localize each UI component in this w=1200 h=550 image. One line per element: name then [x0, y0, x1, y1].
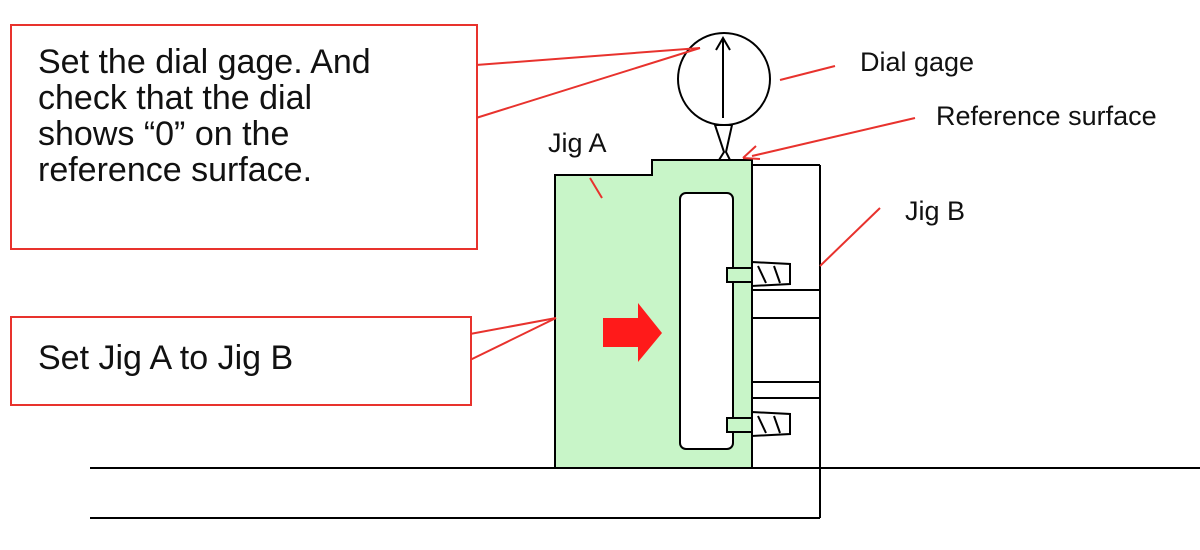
callout-line: reference surface. — [38, 151, 313, 189]
jig-a-slot — [679, 192, 734, 450]
callout-line: shows “0” on the — [38, 115, 290, 153]
callout-line: Set the dial gage. And — [38, 43, 371, 81]
callout-set-jig — [10, 316, 472, 406]
callout-set-dial — [10, 24, 478, 250]
label-dial-gage: Dial gage — [860, 47, 975, 77]
dial-probe — [713, 124, 734, 161]
label-jig-a: Jig A — [548, 128, 607, 158]
leader-lines — [469, 47, 916, 361]
callout-set-dial-text: Set the dial gage. And check that the di… — [38, 44, 371, 188]
label-reference-surface: Reference surface — [936, 101, 1157, 131]
clamp-lower — [751, 410, 791, 438]
reference-pointer — [742, 145, 761, 160]
clamp-upper — [751, 260, 791, 288]
dial-gage — [677, 32, 771, 161]
jig-a-pin-lower — [726, 417, 753, 433]
callout-set-jig-text: Set Jig A to Jig B — [38, 339, 294, 377]
right-arrow-icon — [603, 303, 662, 362]
jig-b — [751, 164, 821, 518]
callout-line: check that the dial — [38, 79, 313, 117]
jig-a-pin-upper — [726, 267, 753, 283]
label-jig-b: Jig B — [905, 196, 966, 226]
